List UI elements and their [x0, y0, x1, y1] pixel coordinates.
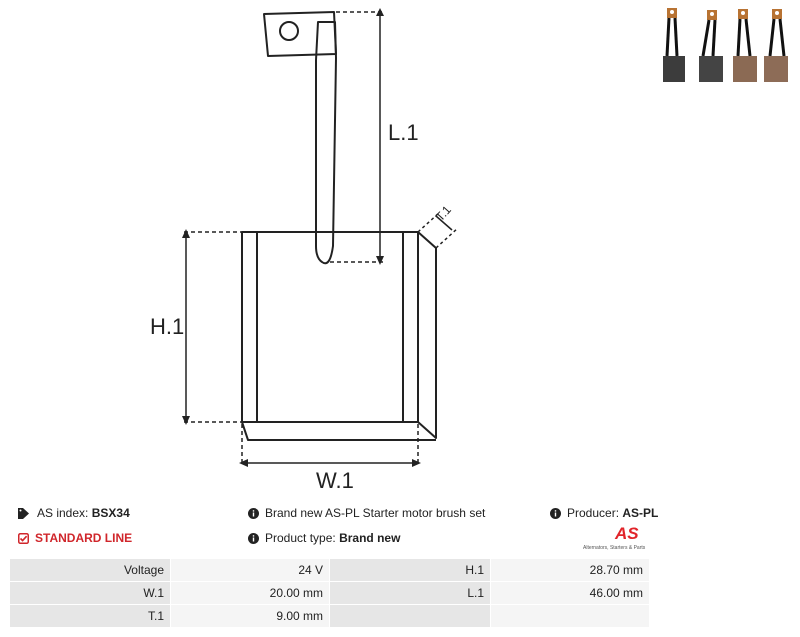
info-icon — [550, 507, 561, 519]
producer-label: Producer: — [567, 506, 620, 520]
h1-label: H.1 — [150, 314, 184, 339]
as-pl-logo: AS Alternators, Starters & Parts — [583, 524, 653, 554]
l1-label: L.1 — [388, 120, 419, 145]
spec-label: T.1 — [9, 604, 171, 628]
info-icon — [248, 532, 259, 544]
logo-tagline: Alternators, Starters & Parts — [583, 545, 646, 551]
t1-dim-line — [435, 215, 453, 231]
lead-wire — [315, 21, 337, 265]
brush-thumb-4 — [764, 9, 788, 82]
product-thumbnail — [663, 8, 788, 82]
standard-line-info: STANDARD LINE — [18, 531, 132, 545]
product-type-info: Product type: Brand new — [248, 531, 400, 545]
description-text: Brand new AS-PL Starter motor brush set — [265, 506, 486, 520]
t1-label: T.1 — [433, 203, 454, 225]
spec-value: 46.00 mm — [490, 581, 650, 605]
w1-arrow-left — [239, 459, 248, 467]
checkbox-check-icon — [18, 532, 29, 544]
spec-value: 20.00 mm — [170, 581, 330, 605]
l1-arrow-top — [376, 8, 384, 16]
info-icon — [248, 507, 259, 519]
h1-arrow-bottom — [182, 416, 190, 425]
product-type-value: Brand new — [339, 531, 401, 545]
spec-value — [490, 604, 650, 628]
as-index-label: AS index: — [37, 506, 89, 520]
as-index-info: AS index: BSX34 — [18, 506, 130, 520]
tags-icon — [18, 507, 29, 519]
w1-arrow-right — [412, 459, 421, 467]
brush-thumb-3 — [733, 9, 757, 82]
product-type-label: Product type: — [265, 531, 336, 545]
description-info: Brand new AS-PL Starter motor brush set — [248, 506, 485, 520]
brush-thumb-1 — [663, 8, 685, 82]
producer-value: AS-PL — [622, 506, 659, 520]
spec-value: 24 V — [170, 558, 330, 582]
spec-value: 28.70 mm — [490, 558, 650, 582]
spec-label: Voltage — [9, 558, 171, 582]
spec-value: 9.00 mm — [170, 604, 330, 628]
spec-label: L.1 — [329, 581, 491, 605]
t1-ext-a — [417, 211, 441, 233]
technical-drawing: L.1 H.1 W.1 T.1 — [150, 8, 459, 493]
terminal-tab — [263, 11, 337, 57]
spec-label — [329, 604, 491, 628]
table-row: Voltage 24 V H.1 28.70 mm — [9, 558, 650, 582]
table-row: T.1 9.00 mm — [9, 604, 650, 628]
producer-info: Producer: AS-PL — [550, 506, 658, 520]
as-index-value: BSX34 — [91, 506, 130, 520]
specs-table: Voltage 24 V H.1 28.70 mm W.1 20.00 mm L… — [9, 558, 650, 628]
logo-mark: AS — [615, 524, 639, 543]
spec-label: W.1 — [9, 581, 171, 605]
brush-thumb-2 — [699, 10, 723, 82]
brush-body — [241, 231, 419, 423]
standard-line-label: STANDARD LINE — [35, 531, 133, 545]
table-row: W.1 20.00 mm L.1 46.00 mm — [9, 581, 650, 605]
l1-arrow-bottom — [376, 256, 384, 265]
w1-label: W.1 — [316, 468, 354, 493]
h1-arrow-top — [182, 229, 190, 238]
spec-label: H.1 — [329, 558, 491, 582]
t1-ext-b — [435, 227, 459, 249]
terminal-hole — [279, 21, 299, 41]
brush-depth — [241, 231, 437, 441]
